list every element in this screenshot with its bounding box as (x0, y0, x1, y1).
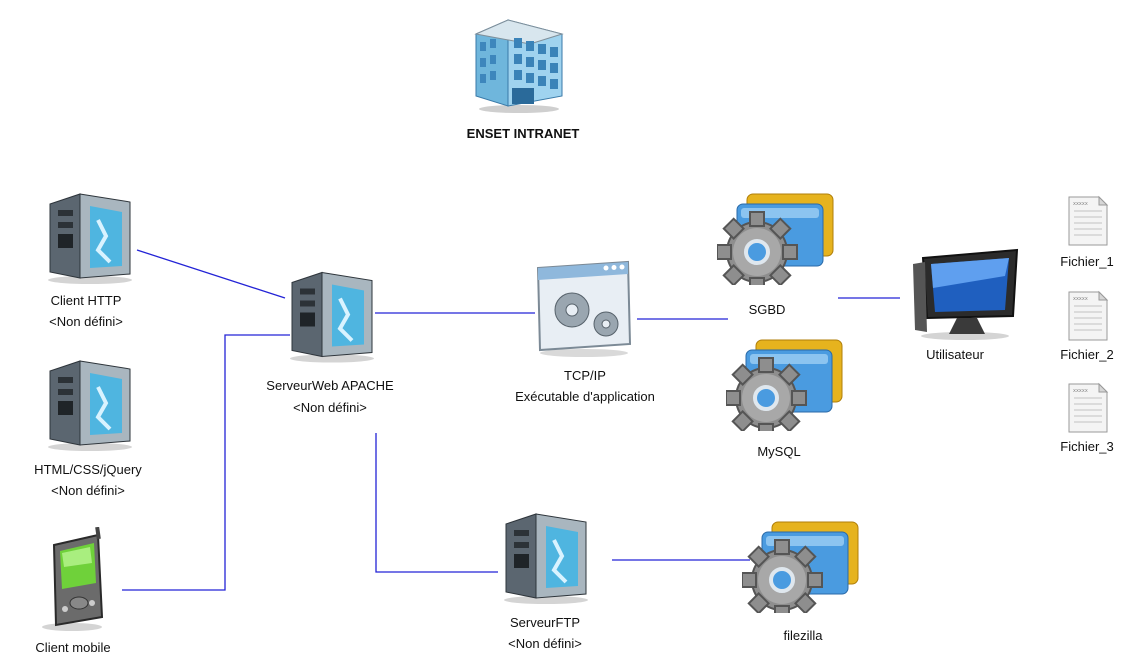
serveur-ftp-status: <Non défini> (508, 636, 582, 651)
svg-text:xxxxx: xxxxx (1073, 388, 1088, 394)
fichier-3-label: Fichier_3 (1060, 439, 1114, 454)
fichier-2-label: Fichier_2 (1060, 347, 1114, 362)
intranet-label: ENSET INTRANET (466, 126, 580, 141)
pda-phone-icon (42, 527, 104, 631)
html-css-status: <Non défini> (51, 483, 125, 498)
serveur-web-label: ServeurWeb APACHE (266, 378, 394, 393)
gear-windows-icon (726, 339, 843, 431)
connector-client-http-web (136, 249, 286, 299)
document-icon: xxxxx (1068, 382, 1109, 433)
svg-text:xxxxx: xxxxx (1073, 296, 1088, 302)
filezilla-label: filezilla (783, 628, 823, 643)
client-http-label: Client HTTP (50, 293, 122, 308)
monitor-icon (913, 248, 1019, 340)
gear-windows-icon (742, 521, 859, 613)
server-tower-icon (504, 513, 588, 604)
serveur-web-status: <Non défini> (293, 400, 367, 415)
client-mobile-label: Client mobile (35, 640, 111, 655)
mysql-label: MySQL (757, 444, 801, 459)
connector-web-ftp (375, 433, 498, 573)
connector-mobile-web (122, 334, 290, 591)
application-gears-icon (536, 260, 632, 357)
serveur-ftp-label: ServeurFTP (509, 615, 581, 630)
fichier-1-label: Fichier_1 (1060, 254, 1114, 269)
html-css-label: HTML/CSS/jQuery (34, 462, 142, 477)
document-icon: xxxxx (1068, 195, 1109, 246)
document-icon: xxxxx (1068, 290, 1109, 341)
utilisateur-label: Utilisateur (926, 347, 984, 362)
svg-text:xxxxx: xxxxx (1073, 201, 1088, 207)
tcp-ip-label: TCP/IP (564, 368, 606, 383)
tcp-ip-sub: Exécutable d'application (515, 389, 655, 404)
server-tower-icon (290, 271, 374, 363)
client-http-status: <Non défini> (49, 314, 123, 329)
gear-windows-icon (717, 193, 834, 285)
sgbd-label: SGBD (748, 302, 786, 317)
building-icon (474, 19, 564, 113)
server-tower-icon (48, 193, 132, 284)
server-tower-icon (48, 360, 132, 451)
